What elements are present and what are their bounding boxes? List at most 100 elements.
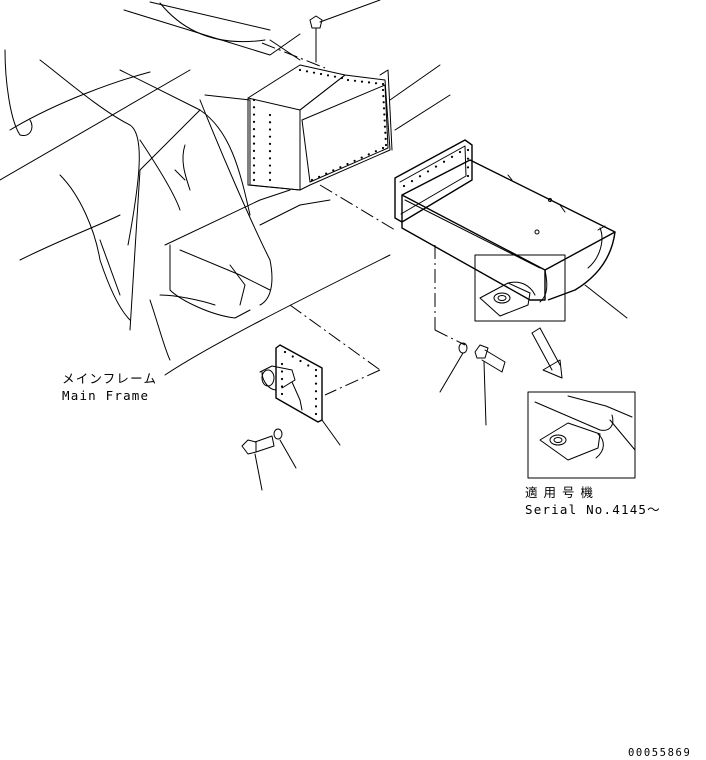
bolt-hole-dot	[280, 385, 284, 388]
bolt-hole-dot	[299, 359, 302, 363]
bolt-hole-dot	[466, 157, 470, 160]
bolt-hole-dot	[374, 82, 378, 85]
bolt-hole-dot	[252, 157, 256, 160]
bolt-hole-dot	[268, 135, 272, 138]
bracket-plate-dots	[280, 350, 318, 416]
bolt-hole-dot	[346, 78, 350, 82]
bolt-hole-dot	[268, 128, 272, 131]
bolt-hole-dot	[381, 88, 385, 92]
bolt-hole-dot	[314, 405, 318, 408]
bolt-hole-dot	[418, 175, 422, 178]
bolt-hole-dot	[312, 71, 316, 74]
bolt-hole-dot	[298, 68, 302, 72]
bolt-hole-dot	[268, 150, 272, 153]
bolt-hole-dot	[466, 148, 470, 152]
bolt-hole-dot	[466, 166, 470, 169]
bolt-hole-dot	[367, 153, 370, 156]
bolt-hole-dot	[367, 81, 371, 84]
bolt-hole-dot	[252, 149, 256, 153]
bolt-hole-dot	[384, 137, 387, 140]
assembly-centerlines	[261, 42, 466, 396]
bolt-hole-dot	[252, 120, 256, 123]
bolt-hole-dot	[314, 368, 318, 372]
bolt-hole-dot	[252, 127, 256, 131]
bolt-hole-dot	[252, 171, 256, 174]
bolt-left-part	[241, 428, 297, 491]
bolt-hole-dot	[466, 174, 470, 178]
bolt-hole-dot	[383, 113, 386, 116]
bolt-hole-dot	[280, 370, 284, 373]
bolt-hole-dot	[252, 135, 256, 138]
bolt-hole-dot	[305, 70, 309, 73]
bolt-hole-dot	[268, 157, 272, 160]
bolt-hole-dot	[314, 374, 318, 378]
bolt-hole-dot	[346, 162, 349, 166]
bolt-hole-dot	[458, 150, 462, 154]
bolt-hole-dot	[410, 180, 414, 183]
main-frame-label-en: Main Frame	[62, 388, 150, 403]
serial-label-en: Serial No.4145～	[525, 502, 661, 517]
bolt-hole-dot	[268, 142, 272, 145]
bolt-hole-dot	[381, 82, 385, 86]
bolt-hole-dot	[353, 159, 356, 162]
bolt-hole-dot	[450, 155, 454, 158]
detail-inset	[527, 391, 636, 479]
bolt-hole-dot	[426, 170, 430, 173]
bolt-hole-dot	[252, 98, 256, 102]
bolt-hole-dot	[307, 364, 310, 367]
bolt-hole-dot	[442, 160, 446, 163]
bolt-hole-dot	[318, 175, 321, 178]
bolt-hole-dot	[382, 107, 386, 110]
bolt-hole-dot	[310, 178, 314, 182]
drawing-number: 00055869	[628, 747, 692, 759]
bolt-hole-dot	[340, 76, 344, 80]
bolt-right-part	[439, 342, 506, 426]
bolt-hole-dot	[325, 172, 328, 175]
bracket-plate-part	[259, 344, 341, 446]
bolt-hole-dot	[268, 178, 272, 182]
frame-bolt-dots	[252, 68, 388, 182]
bolt-hole-dot	[314, 397, 318, 400]
bolt-hole-dot	[280, 392, 284, 396]
bolt-hole-dot	[319, 72, 323, 76]
bolt-hole-dot	[252, 178, 256, 182]
bolt-hole-dot	[382, 101, 385, 104]
bolt-hole-dot	[402, 184, 406, 188]
bolt-hole-dot	[268, 113, 272, 117]
step-box-part	[394, 139, 628, 322]
bolt-hole-dot	[326, 74, 330, 77]
main-frame-label-jp: メインフレーム	[62, 371, 158, 386]
bolt-hole-dot	[314, 382, 318, 385]
main-frame-outline	[0, 1, 451, 376]
bolt-hole-dot	[383, 119, 386, 122]
bolt-hole-dot	[384, 143, 388, 147]
serial-label-jp: 適用号機	[525, 485, 600, 500]
grease-fitting-part	[309, 0, 381, 63]
bolt-hole-dot	[280, 362, 284, 366]
bolt-hole-dot	[360, 156, 363, 159]
bolt-hole-dot	[384, 131, 387, 134]
step-box-flange-dots	[402, 148, 470, 188]
bolt-hole-dot	[332, 169, 335, 172]
bolt-hole-dot	[360, 80, 364, 83]
bolt-hole-dot	[383, 125, 387, 128]
bolt-hole-dot	[374, 150, 377, 153]
bolt-hole-dot	[252, 113, 256, 116]
bolt-hole-dot	[353, 79, 357, 82]
bolt-hole-dot	[268, 171, 272, 174]
bolt-hole-dot	[314, 390, 318, 393]
frame-mount-box	[247, 64, 393, 191]
bolt-hole-dot	[280, 377, 284, 381]
bolt-hole-dot	[268, 164, 272, 167]
bolt-hole-dot	[252, 142, 256, 145]
bolt-hole-dot	[252, 164, 256, 167]
bolt-hole-dot	[382, 95, 385, 98]
bolt-hole-dot	[283, 350, 287, 354]
bolt-hole-dot	[381, 146, 385, 150]
bolt-hole-dot	[252, 106, 256, 109]
detail-arrow	[531, 327, 563, 379]
bolt-hole-dot	[434, 165, 438, 168]
bolt-hole-dot	[339, 166, 342, 169]
bolt-hole-dot	[268, 121, 272, 124]
